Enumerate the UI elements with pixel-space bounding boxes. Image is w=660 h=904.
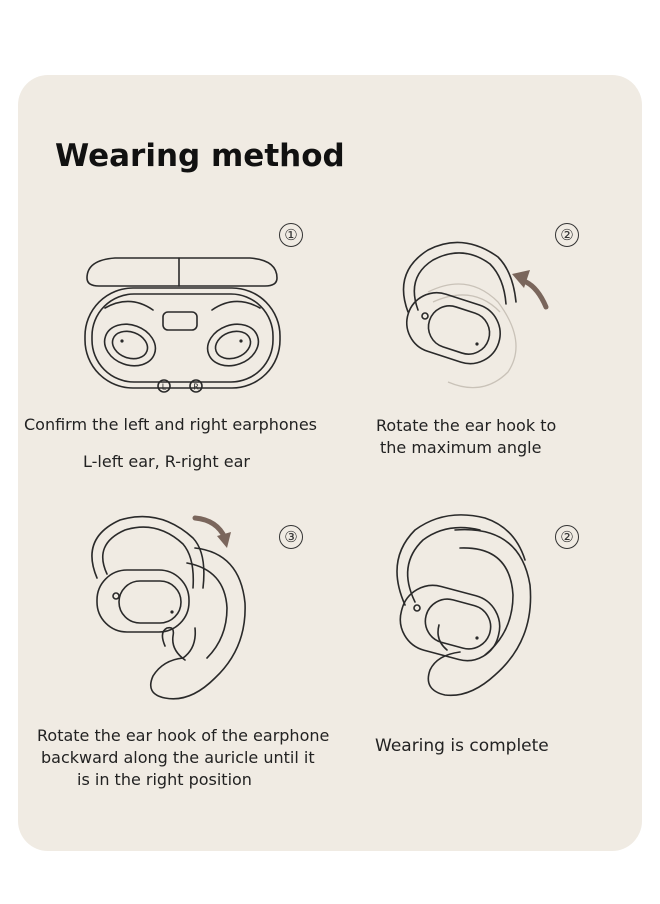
instruction-card xyxy=(18,75,642,851)
step-2-caption: Rotate the ear hook to the maximum angle xyxy=(376,415,556,459)
step-2-caption-line: Rotate the ear hook to xyxy=(376,416,557,435)
step-1-caption-sub: L-left ear, R-right ear xyxy=(83,451,250,473)
step-3-caption-line: Rotate the ear hook of the earphone xyxy=(37,726,330,745)
case-label-left: L xyxy=(162,383,167,392)
step-4-caption: Wearing is complete xyxy=(375,735,549,757)
step-4-caption-line: Wearing is complete xyxy=(375,736,549,756)
ear-hook-rotate-icon xyxy=(402,241,549,389)
wearing-complete-icon xyxy=(396,514,532,697)
case-label-right: R xyxy=(193,383,199,392)
step-3-caption: Rotate the ear hook of the earphone back… xyxy=(37,725,329,791)
step-3-number: ③ xyxy=(279,525,303,549)
step-1-caption-line: Confirm the left and right earphones xyxy=(24,415,317,434)
ear-hook-backward-icon xyxy=(91,515,246,700)
step-2-number: ② xyxy=(555,223,579,247)
charging-case-icon: L R xyxy=(84,257,281,393)
step-3-caption-line: is in the right position xyxy=(77,770,252,789)
step-1-caption-line: L-left ear, R-right ear xyxy=(83,452,250,471)
page-title: Wearing method xyxy=(55,138,345,174)
step-1-caption: Confirm the left and right earphones xyxy=(24,414,317,436)
step-1-number: ① xyxy=(279,223,303,247)
step-2-caption-line: the maximum angle xyxy=(380,438,542,457)
step-4-number: ② xyxy=(555,525,579,549)
step-3-caption-line: backward along the auricle until it xyxy=(41,748,315,767)
